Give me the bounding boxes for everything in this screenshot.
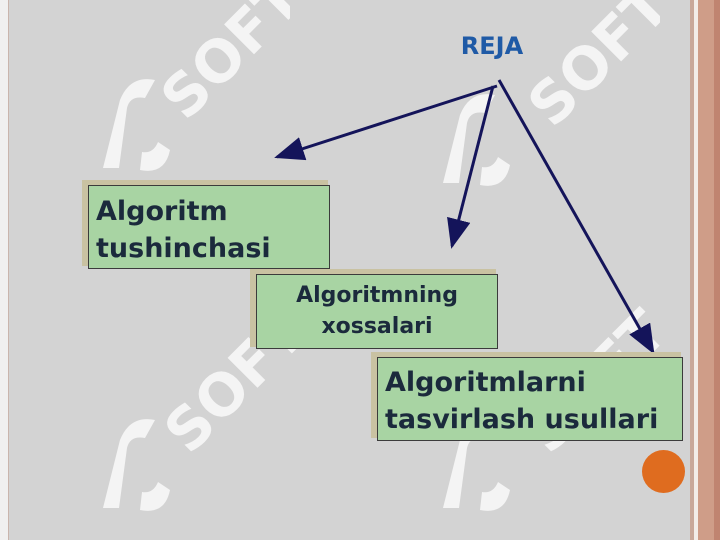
- arrow-to-box1: [274, 84, 498, 161]
- side-border-gap: [694, 0, 698, 540]
- side-border-line: [690, 0, 694, 540]
- topic-box-algorithm-properties: Algoritmning xossalari: [256, 274, 498, 349]
- box-line: xossalari: [321, 314, 433, 339]
- diagram-title: REJA: [460, 32, 524, 60]
- arrow-to-box2: [447, 85, 495, 249]
- box-line: Algoritmning: [296, 283, 458, 308]
- side-border-edge: [714, 0, 720, 540]
- box-line: Algoritmlarni: [385, 367, 586, 398]
- box-line: tushinchasi: [96, 233, 271, 264]
- arrow-to-box3: [497, 79, 655, 355]
- topic-box-algorithm-representation: Algoritmlarni tasvirlash usullari: [377, 357, 683, 441]
- accent-dot: [642, 450, 685, 493]
- box-line: Algoritm: [96, 196, 228, 227]
- topic-box-algorithm-concept: Algoritm tushinchasi: [88, 185, 330, 269]
- box-line: tasvirlash usullari: [385, 404, 659, 435]
